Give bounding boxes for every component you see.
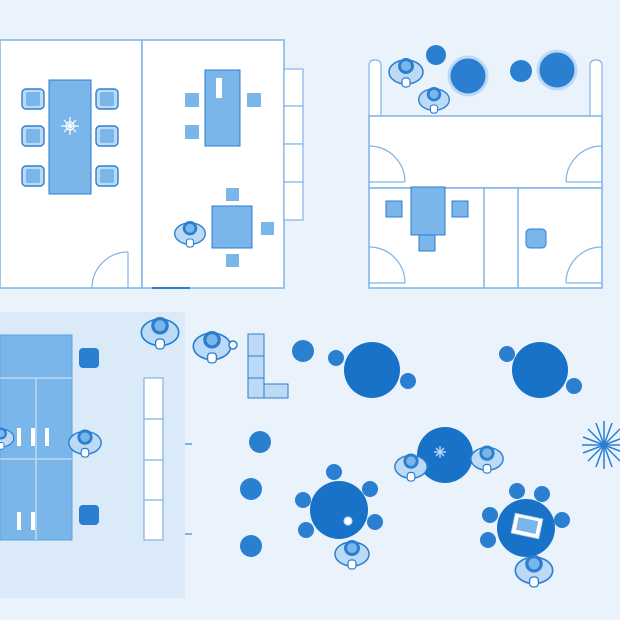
reception <box>368 45 603 289</box>
storage-cabinet <box>143 377 164 541</box>
cup-icon <box>228 340 238 350</box>
table-centerpiece-icon <box>61 117 79 135</box>
stool <box>400 373 416 389</box>
person-topview-icon <box>470 444 504 474</box>
stool <box>295 492 311 508</box>
stool <box>482 507 498 523</box>
potted-plant-icon <box>582 421 620 469</box>
chair <box>226 188 239 201</box>
meeting-chair <box>95 88 119 110</box>
meeting-chair <box>21 165 45 187</box>
person-topview-icon <box>388 57 424 88</box>
desk <box>204 69 241 147</box>
reception-lower-room <box>368 187 603 289</box>
stool <box>534 486 550 502</box>
laptop-icon <box>216 78 222 98</box>
reception-counter <box>368 115 603 189</box>
stool <box>566 378 582 394</box>
round-table <box>344 342 400 398</box>
round-table <box>512 342 568 398</box>
stool <box>480 532 496 548</box>
round-seat <box>426 45 446 65</box>
meeting-room <box>0 39 143 289</box>
stool <box>554 512 570 528</box>
chair <box>79 505 99 525</box>
reception-desk <box>410 186 446 236</box>
stool <box>240 478 262 500</box>
round-seat <box>536 49 578 91</box>
round-table <box>417 427 473 483</box>
chair <box>247 93 261 107</box>
wall-shelf <box>283 68 304 221</box>
stool <box>362 481 378 497</box>
cup-icon <box>343 516 353 526</box>
chair <box>525 228 547 249</box>
round-seat <box>510 60 532 82</box>
person-topview-icon <box>418 86 450 114</box>
stool <box>367 514 383 530</box>
person-topview-icon <box>514 554 554 588</box>
stool <box>326 464 342 480</box>
meeting-chair <box>95 165 119 187</box>
meeting-chair <box>95 125 119 147</box>
l-shaped-bench <box>247 333 289 399</box>
reception-column <box>589 59 603 121</box>
stool <box>509 483 525 499</box>
meeting-chair <box>21 88 45 110</box>
chair <box>385 200 403 218</box>
chair <box>185 93 199 107</box>
meeting-chair <box>21 125 45 147</box>
chair <box>226 254 239 267</box>
chair <box>451 200 469 218</box>
door-swing-icon <box>91 251 129 289</box>
door-swing-icon <box>565 246 603 284</box>
lounge <box>240 340 582 588</box>
table-centerpiece-icon <box>434 446 446 458</box>
side-table <box>211 205 253 249</box>
chair <box>418 234 436 252</box>
stool <box>298 522 314 538</box>
open-workspace <box>0 334 192 541</box>
stool <box>499 346 515 362</box>
stool <box>328 350 344 366</box>
laptop-icon <box>510 512 544 540</box>
round-seat <box>447 55 489 97</box>
door-swing-icon <box>368 145 406 183</box>
stool <box>240 535 262 557</box>
person-topview-icon <box>192 330 232 364</box>
chair <box>79 348 99 368</box>
round-table <box>310 481 368 539</box>
chair <box>185 125 199 139</box>
stool <box>292 340 314 362</box>
small-office <box>141 39 304 289</box>
stool <box>249 431 271 453</box>
person-topview-icon <box>334 539 370 570</box>
door-swing-icon <box>368 246 406 284</box>
chair <box>261 222 274 235</box>
laptop-icon <box>17 428 49 530</box>
door-swing-icon <box>565 145 603 183</box>
conference-table <box>48 79 92 195</box>
reception-column <box>368 59 382 121</box>
